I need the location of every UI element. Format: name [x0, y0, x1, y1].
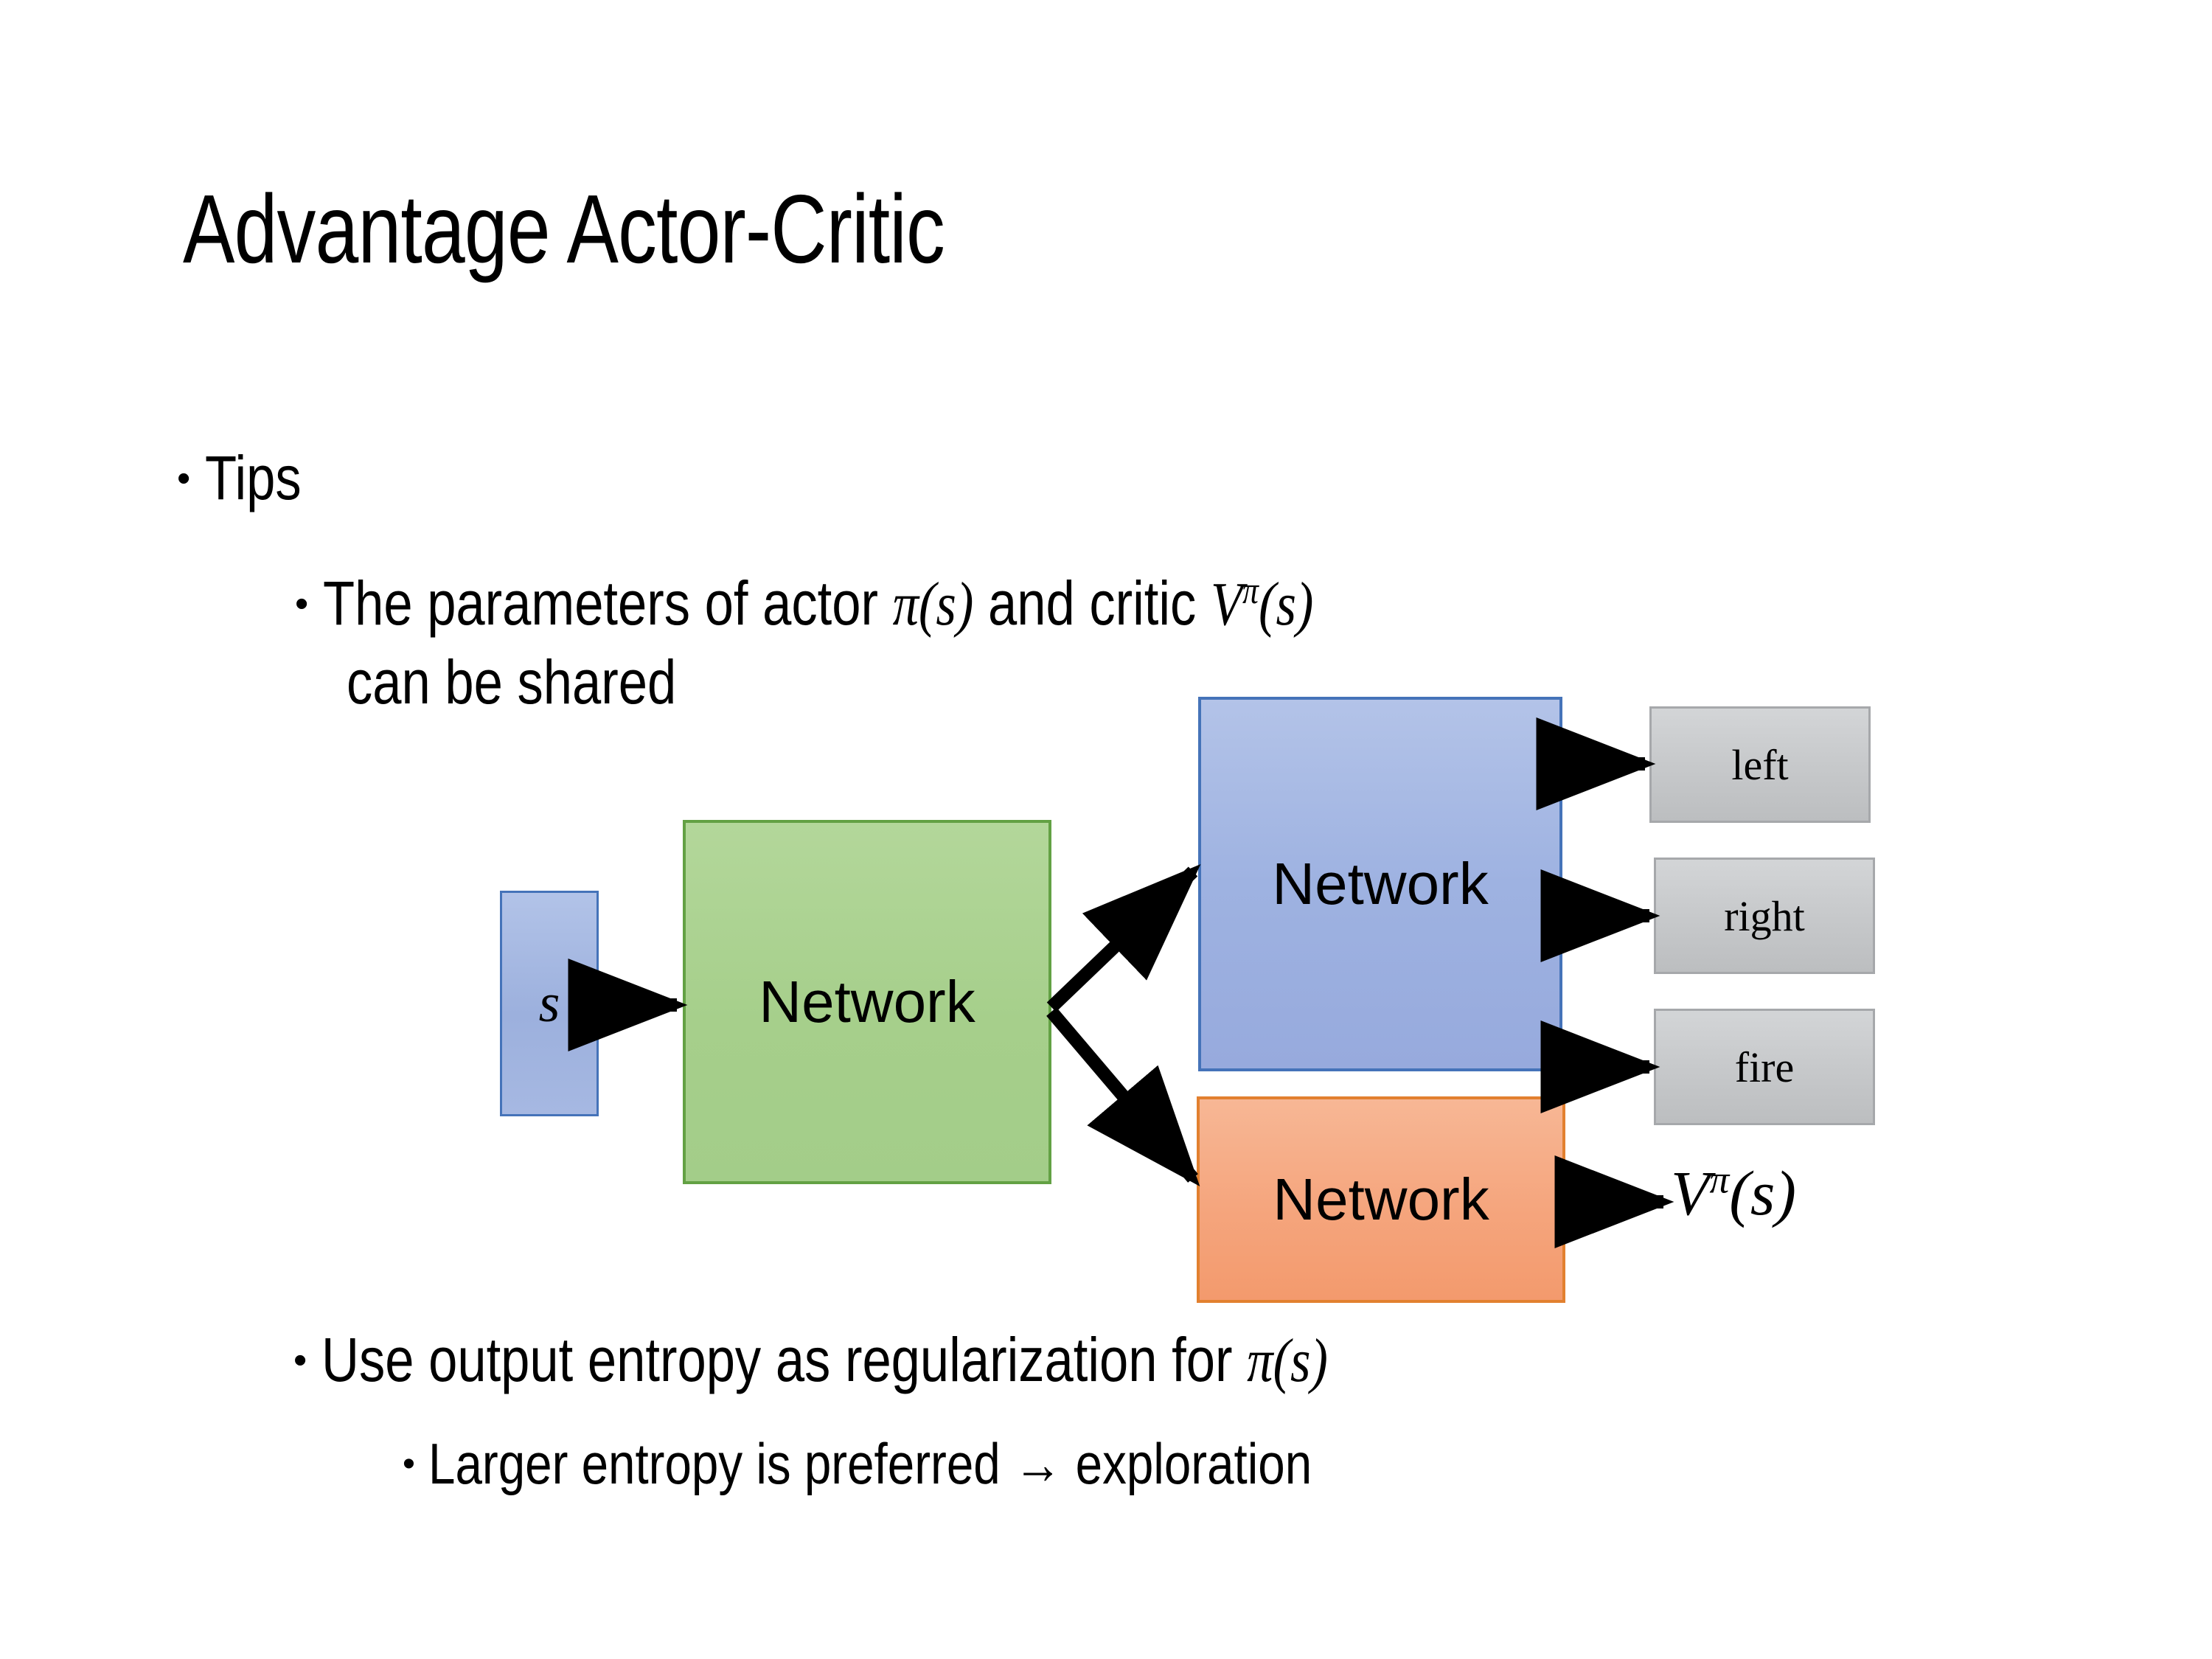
- action-label-fire: fire: [1734, 1043, 1795, 1091]
- critic-network-box: Network: [1197, 1096, 1565, 1303]
- bullet-larger-entropy-text: Larger entropy is preferred → exploratio…: [428, 1431, 1312, 1496]
- math-v-pi-of-s: Vπ(s): [1211, 570, 1313, 639]
- bullet-shared-parameters-line2-wrap: can be shared: [347, 647, 739, 718]
- arrow-shared-to-actor: [1046, 864, 1201, 1012]
- critic-output-label: Vπ(s): [1671, 1156, 1796, 1230]
- bullet-larger-entropy: • Larger entropy is preferred → explorat…: [403, 1430, 1481, 1498]
- shared-network-box: Network: [683, 820, 1051, 1184]
- bullet-tips-label: Tips: [205, 443, 302, 512]
- text-segment-mid: and critic: [973, 568, 1211, 638]
- action-box-fire: fire: [1654, 1009, 1875, 1125]
- math-of-s: (s): [1258, 570, 1314, 639]
- math-v-base: V: [1210, 570, 1243, 639]
- bullet-marker-icon: •: [403, 1444, 415, 1484]
- text-segment-pre: Use output entropy as regularization for: [321, 1325, 1248, 1394]
- critic-network-label: Network: [1273, 1166, 1489, 1232]
- shared-network-label: Network: [759, 969, 975, 1034]
- text-segment-pre: The parameters of actor: [323, 568, 893, 638]
- critic-output-base: V: [1671, 1158, 1710, 1228]
- bullet-entropy-regularization: • Use output entropy as regularization f…: [293, 1324, 1520, 1397]
- critic-output-of-s: (s): [1729, 1158, 1797, 1228]
- bullet-shared-parameters-line1: The parameters of actor π(s) and critic …: [323, 568, 1313, 640]
- arrow-shared-to-critic: [1046, 1007, 1200, 1186]
- input-state-label: s: [538, 973, 560, 1034]
- bullet-tips: • Tips: [177, 442, 320, 514]
- bullet-marker-icon: •: [293, 1338, 307, 1382]
- action-label-left: left: [1731, 740, 1789, 789]
- input-state-box: s: [500, 891, 599, 1116]
- bullet-entropy-regularization-text: Use output entropy as regularization for…: [321, 1324, 1328, 1397]
- math-pi-of-s: π(s): [892, 570, 974, 639]
- math-pi-superscript: π: [1242, 570, 1259, 612]
- bullet-shared-parameters: • The parameters of actor π(s) and criti…: [295, 568, 1502, 640]
- action-box-left: left: [1649, 706, 1871, 823]
- page-title: Advantage Actor-Critic: [183, 175, 945, 283]
- bullet-shared-parameters-line2: can be shared: [347, 647, 677, 717]
- action-box-right: right: [1654, 858, 1875, 974]
- math-pi-of-s: π(s): [1247, 1326, 1328, 1395]
- bullet-marker-icon: •: [295, 582, 309, 625]
- actor-network-label: Network: [1272, 851, 1489, 917]
- critic-output-superscript: π: [1709, 1157, 1730, 1202]
- action-label-right: right: [1724, 891, 1805, 940]
- bullet-marker-icon: •: [177, 456, 191, 500]
- actor-network-box: Network: [1198, 697, 1562, 1071]
